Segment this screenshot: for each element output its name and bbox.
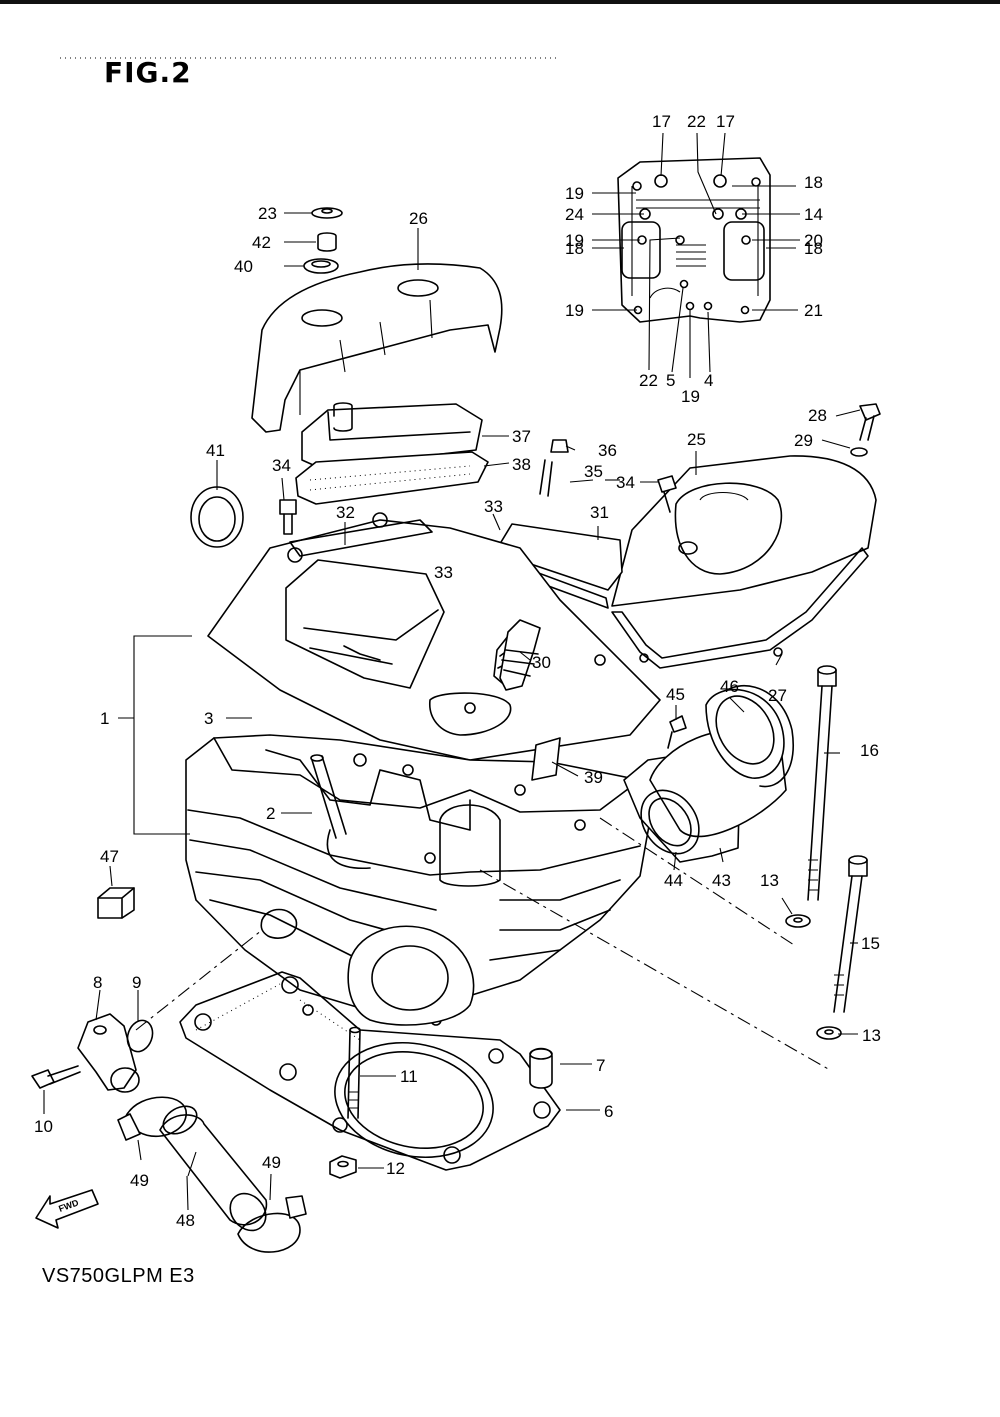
callout-18-right: 18: [804, 239, 823, 258]
callout-2: 2: [266, 804, 275, 823]
long-bolts-drawing: [785, 665, 868, 1040]
callout-19-d: 19: [681, 387, 700, 406]
stud-and-dowel-drawing: [329, 1026, 553, 1179]
callout-19-b: 19: [565, 231, 584, 250]
spark-plug-30-drawing: [499, 619, 541, 691]
callout-17-right: 17: [716, 112, 735, 131]
callout-22-top: 22: [687, 112, 706, 131]
callout-21: 21: [804, 301, 823, 320]
cap-39-drawing: [531, 737, 561, 781]
callout-9: 9: [132, 973, 141, 992]
callout-12: 12: [386, 1159, 405, 1178]
callout-27: 27: [768, 686, 787, 705]
callout-41: 41: [206, 441, 225, 460]
callout-20: 20: [804, 231, 823, 250]
callout-37: 37: [512, 427, 531, 446]
cover-26-drawing: [251, 263, 503, 433]
callout-33-upper: 33: [484, 497, 503, 516]
callout-24: 24: [565, 205, 584, 224]
callout-10: 10: [34, 1117, 53, 1136]
callout-46: 46: [720, 677, 739, 696]
callout-25: 25: [687, 430, 706, 449]
callout-39: 39: [584, 768, 603, 787]
fwd-arrow-drawing: FWD: [35, 1189, 99, 1229]
callout-28: 28: [808, 406, 827, 425]
callout-23: 23: [258, 204, 277, 223]
callout-29: 29: [794, 431, 813, 450]
water-outlet-drawing: [31, 1013, 154, 1093]
callout-15: 15: [861, 934, 880, 953]
callout-30: 30: [532, 653, 551, 672]
block-47-drawing: [97, 887, 135, 919]
gasket-27-drawing: [611, 547, 869, 669]
seal-41-drawing: [190, 486, 244, 548]
hose-and-clamps-drawing: [117, 1096, 307, 1253]
callout-16: 16: [860, 741, 879, 760]
callout-19-c: 19: [565, 301, 584, 320]
leader-lines: [43, 132, 861, 1211]
callout-35: 35: [584, 462, 603, 481]
callout-17-left: 17: [652, 112, 671, 131]
callout-38: 38: [512, 455, 531, 474]
callout-18-top: 18: [804, 173, 823, 192]
callout-34-right: 34: [616, 473, 635, 492]
callout-49-left: 49: [130, 1171, 149, 1190]
callout-48: 48: [176, 1211, 195, 1230]
cover-37-drawing: [295, 402, 489, 505]
callout-45: 45: [666, 685, 685, 704]
callout-13-upper: 13: [760, 871, 779, 890]
callout-19-a: 19: [565, 184, 584, 203]
callout-3: 3: [204, 709, 213, 728]
callout-labels: 1 2 3 4 5 6 7 8 9 10 11 12 13 13 14 15 1…: [34, 112, 881, 1230]
callout-5: 5: [666, 371, 675, 390]
callout-4: 4: [704, 371, 713, 390]
callout-6: 6: [604, 1102, 613, 1121]
callout-26: 26: [409, 209, 428, 228]
callout-32: 32: [336, 503, 355, 522]
model-code: VS750GLPM E3: [42, 1265, 195, 1287]
callout-33-lower: 33: [434, 563, 453, 582]
callout-36: 36: [598, 441, 617, 460]
cover-25-drawing: [611, 455, 877, 607]
grommet-parts-drawing: [303, 207, 343, 274]
callout-44: 44: [664, 871, 683, 890]
callout-47: 47: [100, 847, 119, 866]
callout-42: 42: [252, 233, 271, 252]
callout-13-lower: 13: [862, 1026, 881, 1045]
callout-22-bottom: 22: [639, 371, 658, 390]
valve-cover-plate-drawing: [617, 157, 771, 323]
callout-31: 31: [590, 503, 609, 522]
callout-14: 14: [804, 205, 823, 224]
callout-8: 8: [93, 973, 102, 992]
callout-1: 1: [100, 709, 109, 728]
callout-43: 43: [712, 871, 731, 890]
intake-pipe-drawing: [623, 685, 794, 863]
callout-7: 7: [596, 1056, 605, 1075]
top-border: [0, 0, 1000, 4]
callout-18-left: 18: [565, 239, 584, 258]
figure-title: FIG.2: [104, 56, 192, 89]
callout-11: 11: [400, 1067, 418, 1086]
callout-34-left: 34: [272, 456, 291, 475]
callout-40: 40: [234, 257, 253, 276]
callout-49-right: 49: [262, 1153, 281, 1172]
bolts-drawing: [279, 403, 881, 749]
